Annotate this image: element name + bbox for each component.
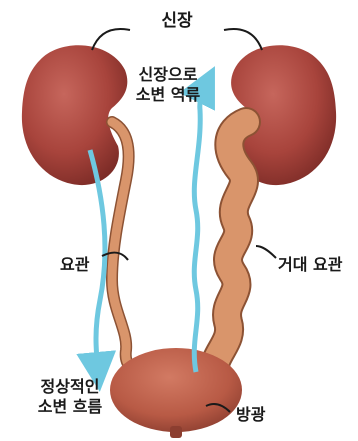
left-kidney	[22, 45, 127, 185]
label-reflux-line2: 소변 역류	[136, 85, 201, 104]
label-bladder: 방광	[236, 405, 266, 424]
label-kidney: 신장	[161, 11, 193, 31]
urethra	[170, 426, 182, 438]
leader-megaureter	[256, 246, 276, 258]
leader-kidney-right	[224, 29, 262, 50]
label-normal-line2: 소변 흐름	[38, 397, 103, 416]
label-ureter: 요관	[60, 255, 90, 274]
bladder	[110, 348, 242, 432]
label-normal-line1: 정상적인	[41, 377, 100, 396]
leader-kidney-left	[92, 29, 130, 50]
reflux-arrow	[194, 84, 206, 372]
label-megaureter: 거대 요관	[278, 255, 343, 274]
label-reflux-line1: 신장으로	[139, 65, 198, 84]
